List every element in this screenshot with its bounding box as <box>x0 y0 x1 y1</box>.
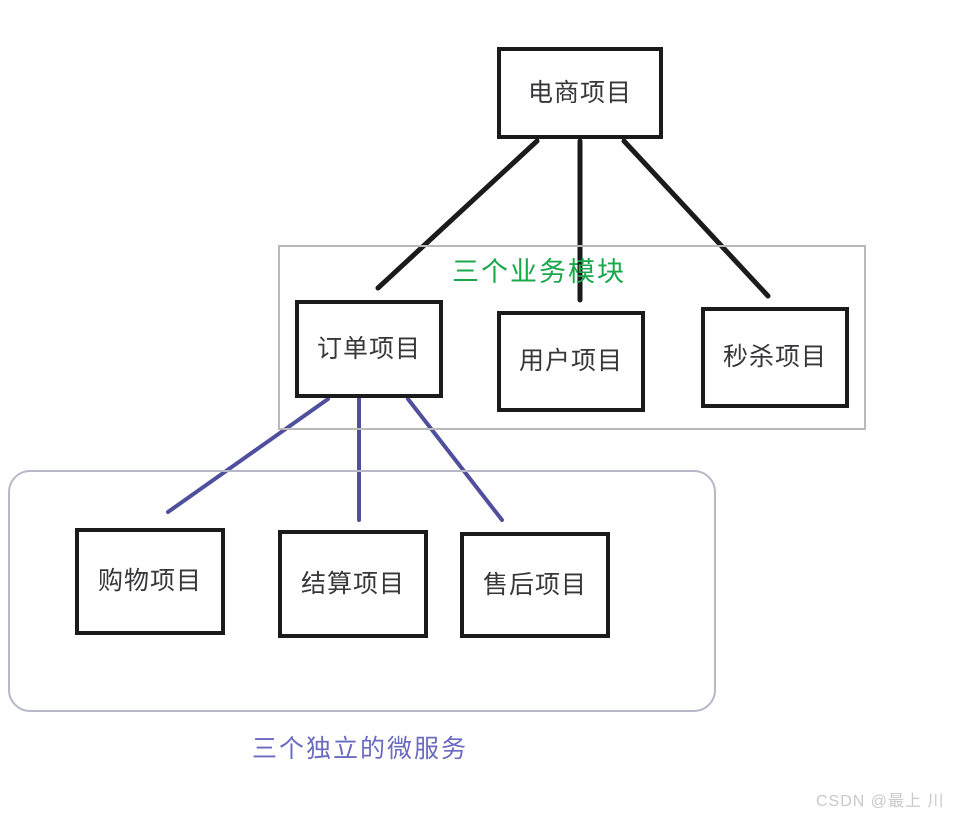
node-label: 售后项目 <box>482 570 587 599</box>
node-seckill-project[interactable]: 秒杀项目 <box>701 307 849 408</box>
node-order-project[interactable]: 订单项目 <box>295 300 443 398</box>
microservice-group-frame <box>8 470 716 712</box>
node-label: 购物项目 <box>97 567 202 595</box>
node-settlement-project[interactable]: 结算项目 <box>278 530 428 638</box>
node-label: 订单项目 <box>316 334 421 363</box>
node-shopping-project[interactable]: 购物项目 <box>75 528 225 635</box>
csdn-watermark: CSDN @最上 川 <box>816 793 945 810</box>
node-ecommerce-project[interactable]: 电商项目 <box>497 47 663 139</box>
business-module-group-frame <box>278 245 866 430</box>
node-label: 结算项目 <box>300 569 405 598</box>
microservice-group-caption: 三个独立的微服务 <box>252 735 469 763</box>
node-after-sales-project[interactable]: 售后项目 <box>460 532 610 638</box>
node-user-project[interactable]: 用户项目 <box>497 311 645 412</box>
node-label: 秒杀项目 <box>722 343 827 371</box>
business-module-group-caption: 三个业务模块 <box>452 257 626 287</box>
node-label: 用户项目 <box>518 347 623 375</box>
node-label: 电商项目 <box>527 78 632 107</box>
